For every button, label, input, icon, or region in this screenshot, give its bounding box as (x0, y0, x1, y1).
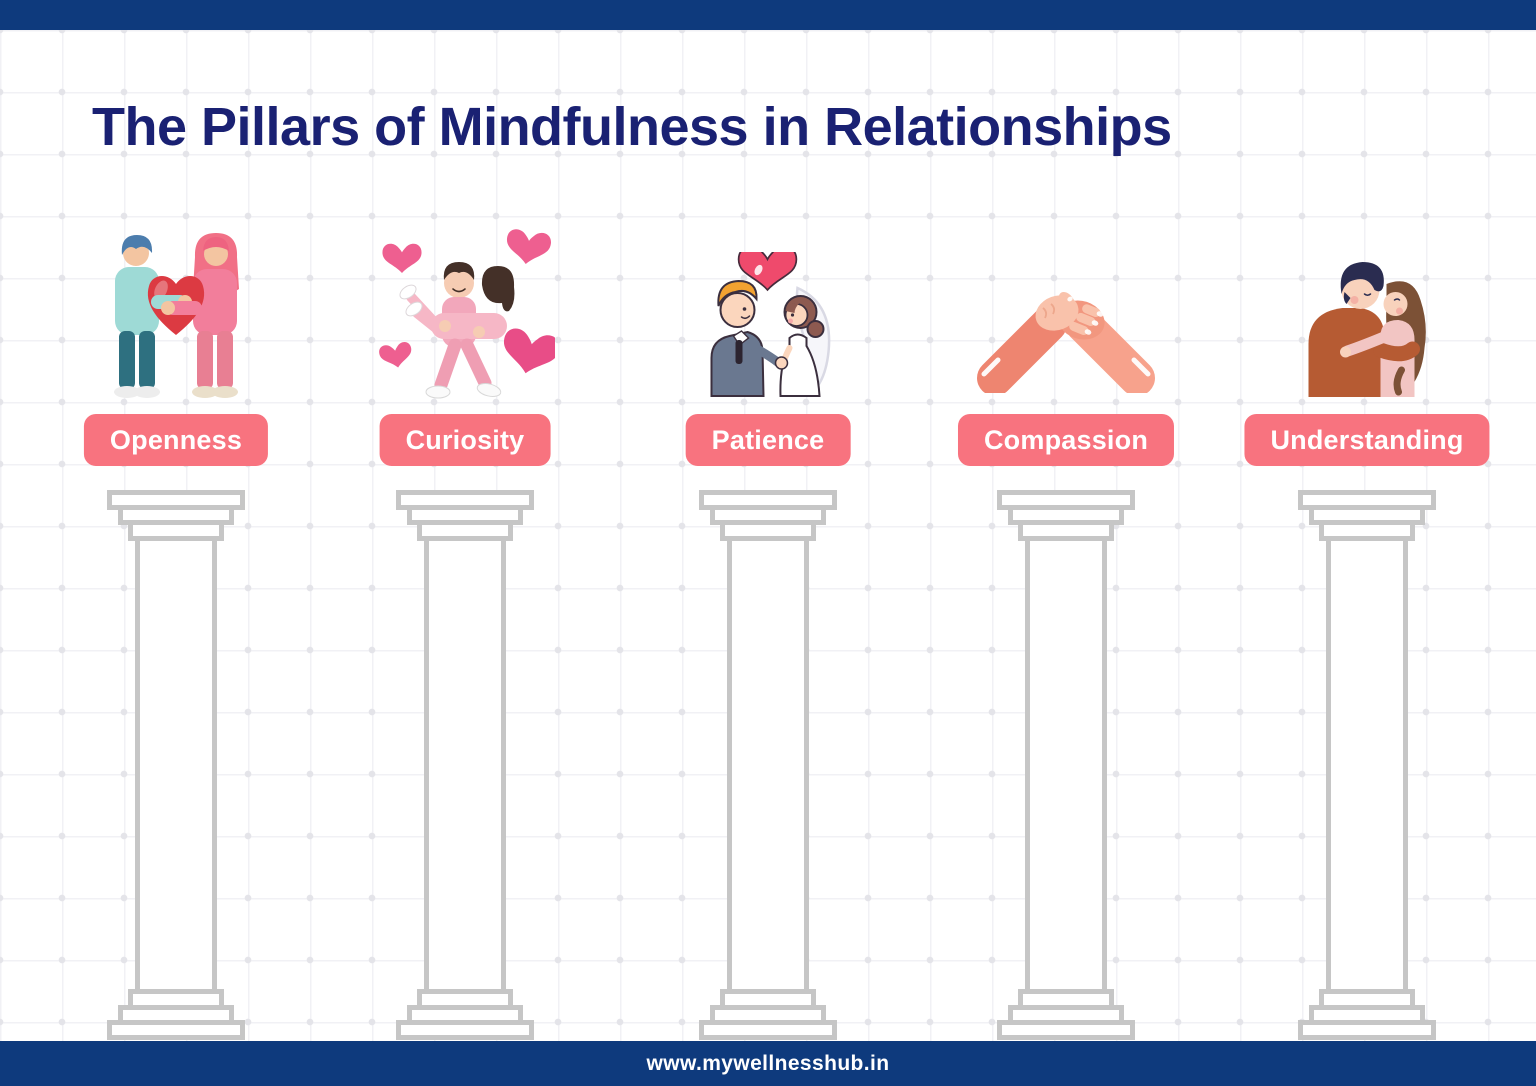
pillar-understanding: Understanding (1227, 0, 1507, 1086)
embracing-couple-icon (1295, 252, 1440, 402)
pillar-openness: Openness (36, 0, 316, 1086)
column-graphic (699, 490, 837, 1040)
pillar-compassion: Compassion (926, 0, 1206, 1086)
pillar-label-understanding: Understanding (1244, 414, 1490, 466)
man-carrying-woman-hearts-icon (375, 225, 560, 410)
pillar-patience: Patience (628, 0, 908, 1086)
top-accent-bar (0, 0, 1536, 30)
column-graphic (107, 490, 245, 1040)
column-graphic (396, 490, 534, 1040)
footer-bar: www.mywellnesshub.in (0, 1041, 1536, 1086)
column-graphic (997, 490, 1135, 1040)
footer-url: www.mywellnesshub.in (646, 1051, 890, 1075)
pillar-label-openness: Openness (83, 414, 269, 466)
column-graphic (1298, 490, 1436, 1040)
page-title: The Pillars of Mindfulness in Relationsh… (92, 97, 1172, 157)
wedding-couple-icon (686, 245, 851, 412)
pillar-label-patience: Patience (685, 414, 851, 466)
pillar-curiosity: Curiosity (325, 0, 605, 1086)
pillar-label-curiosity: Curiosity (379, 414, 551, 466)
couple-holding-heart-icon (96, 223, 256, 408)
pillar-label-compassion: Compassion (957, 414, 1175, 466)
clasped-hands-icon (971, 268, 1161, 398)
